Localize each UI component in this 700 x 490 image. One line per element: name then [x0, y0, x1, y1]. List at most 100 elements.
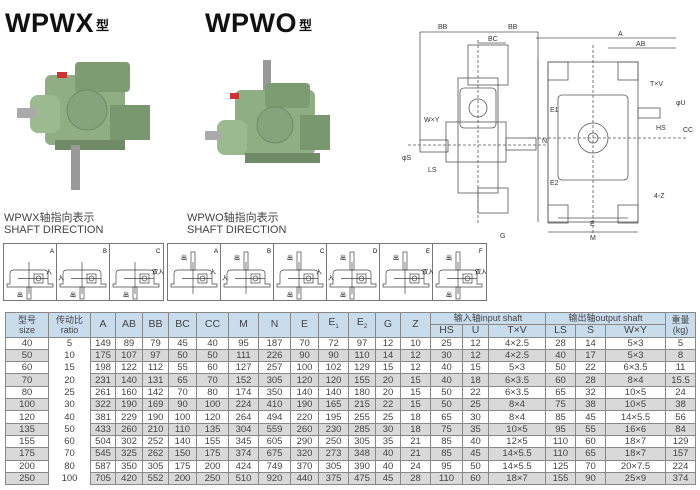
label-cn: WPWO轴指向表示 [187, 212, 279, 224]
table-cell: 40 [430, 361, 463, 375]
table-cell: 60 [48, 435, 91, 448]
table-cell: 60 [462, 471, 489, 486]
table-cell: 175 [196, 447, 229, 461]
table-cell: 85 [430, 434, 463, 449]
table-cell: 559 [258, 422, 291, 436]
output-label: 出 [340, 291, 346, 299]
input-label: 双入 [475, 269, 486, 276]
table-cell: 10 [48, 349, 91, 362]
table-cell: 22 [575, 361, 606, 375]
table-cell: 70 [48, 447, 91, 461]
wpwx-title-text: WPWX [5, 8, 94, 38]
table-cell: 350 [115, 459, 143, 473]
table-cell: 95 [430, 459, 463, 473]
table-cell: 40 [48, 410, 91, 424]
table-cell: 290 [290, 434, 319, 449]
header-z: Z [400, 312, 431, 338]
table-cell: 97 [348, 336, 376, 350]
table-cell: 80 [196, 385, 229, 400]
table-cell: 75 [430, 422, 463, 436]
table-cell: 420 [115, 471, 143, 486]
input-label: 入 [210, 269, 216, 276]
table-cell: 45 [462, 447, 489, 461]
dim-e: E [590, 221, 595, 228]
table-cell: 320 [290, 447, 319, 461]
table-cell: 155 [196, 434, 229, 449]
dim-bb-left: BB [438, 24, 448, 31]
direction-letter: C [156, 249, 161, 255]
table-cell: 55 [168, 361, 197, 375]
table-cell: 24 [665, 385, 696, 400]
table-cell: 25 [48, 386, 91, 399]
table-cell: 705 [90, 471, 116, 486]
table-cell: 30 [375, 422, 401, 436]
dimension-drawing: BB BB BC W×Y φS LS G A AB T×V φU HS CC N… [402, 24, 693, 240]
table-cell: 252 [142, 434, 169, 449]
table-cell: 304 [228, 422, 259, 436]
table-cell: 30 [430, 348, 463, 363]
header-e: E [290, 312, 319, 338]
table-cell: 16×6 [605, 422, 666, 436]
table-cell: 50 [168, 348, 197, 363]
table-cell: 210 [142, 422, 169, 436]
table-cell: 60 [5, 361, 49, 375]
table-cell: 70 [290, 336, 319, 350]
table-cell: 749 [258, 459, 291, 473]
table-cell: 190 [142, 410, 169, 424]
table-cell: 110 [545, 447, 576, 461]
table-cell: 140 [115, 373, 143, 387]
table-cell: 18 [462, 373, 489, 387]
table-cell: 8×4 [488, 410, 546, 424]
table-cell: 80 [5, 385, 49, 400]
table-cell: 273 [318, 447, 349, 461]
table-cell: 215 [348, 398, 376, 412]
table-cell: 18 [400, 410, 431, 424]
input-label: 入 [222, 275, 228, 282]
output-label: 出 [446, 291, 452, 299]
dim-m: M [590, 235, 596, 240]
table-cell: 149 [90, 336, 116, 350]
table-cell: 302 [115, 434, 143, 449]
table-cell: 120 [318, 373, 349, 387]
table-cell: 142 [142, 385, 169, 400]
table-cell: 175 [90, 348, 116, 363]
header-input-shaft: 输入轴input shaft [430, 311, 546, 326]
table-cell: 14×5.5 [605, 410, 666, 424]
table-cell: 229 [115, 410, 143, 424]
table-cell: 187 [258, 336, 291, 350]
table-cell: 100 [168, 410, 197, 424]
header-weight: 重量(kg) [665, 312, 696, 338]
dim-4z: 4-Z [654, 193, 665, 200]
dim-s: φS [402, 155, 412, 162]
table-cell: 35 [462, 422, 489, 436]
table-cell: 45 [575, 410, 606, 424]
table-cell: 200 [196, 459, 229, 473]
table-cell: 5×3 [605, 348, 666, 363]
table-cell: 50 [462, 459, 489, 473]
table-cell: 65 [575, 447, 606, 461]
table-cell: 120 [290, 373, 319, 387]
table-cell: 8×4 [605, 373, 666, 387]
table-cell: 433 [90, 422, 116, 436]
table-cell: 25 [430, 336, 463, 350]
table-cell: 90 [290, 348, 319, 363]
table-cell: 45 [168, 336, 197, 350]
table-cell: 65 [430, 410, 463, 424]
table-cell: 70 [5, 373, 49, 387]
table-cell: 322 [90, 398, 116, 412]
output-label: 出 [287, 254, 293, 262]
input-label: 双入 [422, 269, 433, 276]
table-cell: 18×7 [605, 434, 666, 449]
table-cell: 220 [290, 410, 319, 424]
table-cell: 120 [196, 410, 229, 424]
